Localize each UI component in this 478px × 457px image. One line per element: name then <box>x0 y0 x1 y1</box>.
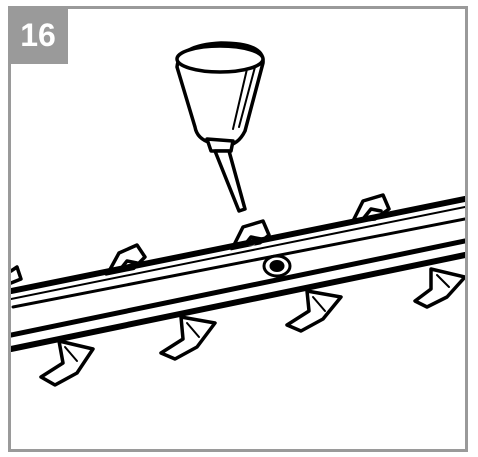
lower-tooth <box>159 315 217 361</box>
oil-can-collar <box>205 137 235 153</box>
oil-can-rim <box>175 44 265 74</box>
lower-tooth <box>39 339 95 387</box>
lower-tooth-hatch <box>436 274 450 288</box>
oil-can-spout <box>213 149 247 213</box>
oil-can-shading <box>232 68 248 130</box>
blade-bottom-edge <box>11 238 465 338</box>
lower-tooth <box>413 267 465 309</box>
hedge-trimmer-lubrication-illustration <box>11 41 465 387</box>
left-edge-tooth <box>11 265 23 285</box>
blade-top-inner-line <box>11 206 465 300</box>
lower-tooth-hatch <box>186 322 200 338</box>
blade-bar <box>11 196 465 352</box>
blade-upper-rail <box>11 217 465 309</box>
oil-can-icon <box>175 41 265 213</box>
lower-blade-teeth <box>39 267 465 387</box>
oil-can-shading <box>238 66 256 128</box>
step-number: 16 <box>20 16 56 53</box>
lower-tooth-hatch <box>64 346 78 362</box>
step-number-badge: 16 <box>8 6 68 64</box>
blade-nut <box>262 254 292 278</box>
lower-tooth <box>285 289 343 333</box>
blade-top-edge <box>11 196 465 294</box>
lower-tooth-hatch <box>312 296 326 312</box>
blade-bottom-shadow <box>11 252 465 352</box>
